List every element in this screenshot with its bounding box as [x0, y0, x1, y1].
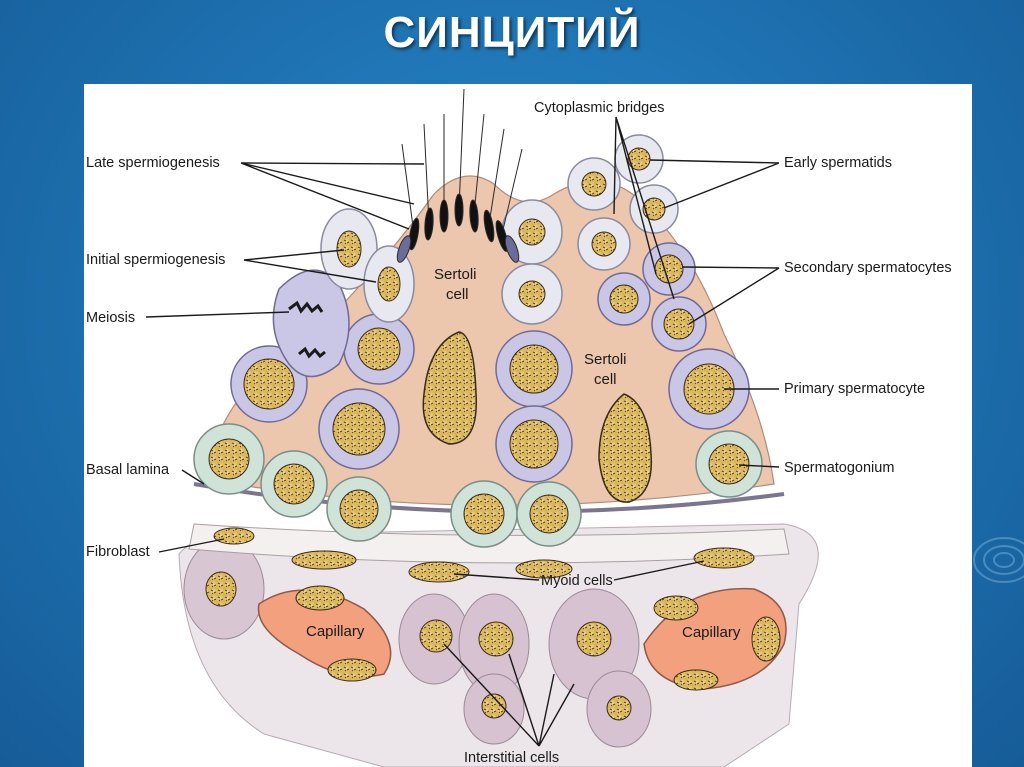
upper-spermatids [320, 134, 707, 352]
interstitial-cells-pointer [443, 643, 575, 747]
interstitial-tissue [178, 523, 819, 767]
capillary-right-label: Capillary [682, 624, 741, 641]
initial-spermiogenesis-pointer [243, 249, 377, 283]
fibroblast-pointer [158, 538, 225, 553]
fibroblast-label: Fibroblast [86, 544, 150, 560]
initial-spermiogenesis-label: Initial spermiogenesis [86, 252, 225, 268]
sertoli-nucleus-1 [422, 331, 478, 445]
early-spermatids-label: Early spermatids [784, 155, 892, 171]
sertoli-cell-2-label: Sertoli [584, 351, 627, 368]
secondary-spermatocytes-label: Secondary spermatocytes [784, 260, 952, 276]
capillary-right [643, 587, 787, 691]
sertoli-nucleus-2 [598, 393, 653, 503]
spermatogonia [193, 423, 763, 548]
basal-lamina-label: Basal lamina [86, 462, 170, 478]
slide-title: СИНЦИТИЙ [383, 8, 641, 57]
late-spermiogenesis-pointer [240, 162, 425, 230]
late-spermiogenesis-label: Late spermiogenesis [86, 155, 220, 171]
meiosis-label: Meiosis [86, 310, 135, 326]
cytoplasmic-bridges-pointer [613, 116, 675, 300]
secondary-spermatocytes-pointer [681, 266, 780, 325]
diagram-panel: Sertoli cell Sertoli cell Capillary Capi… [84, 84, 972, 767]
cytoplasmic-bridges-label: Cytoplasmic bridges [534, 100, 665, 116]
primary-spermatocyte-label: Primary spermatocyte [784, 381, 925, 397]
primary-spermatocytes [230, 313, 750, 483]
capillary-left-label: Capillary [306, 623, 365, 640]
sertoli-cell-2-label-2: cell [594, 371, 617, 388]
early-spermatids-pointer [649, 159, 780, 209]
late-spermatids [396, 88, 523, 263]
seminiferous-epithelium-diagram: Sertoli cell Sertoli cell Capillary Capi… [86, 88, 952, 767]
capillary-left [257, 585, 392, 682]
sertoli-cell-1-label: Sertoli [434, 266, 477, 283]
myoid-cells-pointer [453, 560, 705, 581]
spermatogonium-pointer [738, 464, 780, 468]
interstitial-cells-label: Interstitial cells [464, 750, 559, 766]
basal-lamina-pointer [181, 469, 205, 485]
sertoli-cell-1-label-2: cell [446, 286, 469, 303]
meiosis-pointer [145, 311, 290, 318]
myoid-cells-label: Myoid cells [541, 573, 613, 589]
spermatogonium-label: Spermatogonium [784, 460, 894, 476]
decorative-swirl-icon [973, 537, 1024, 583]
